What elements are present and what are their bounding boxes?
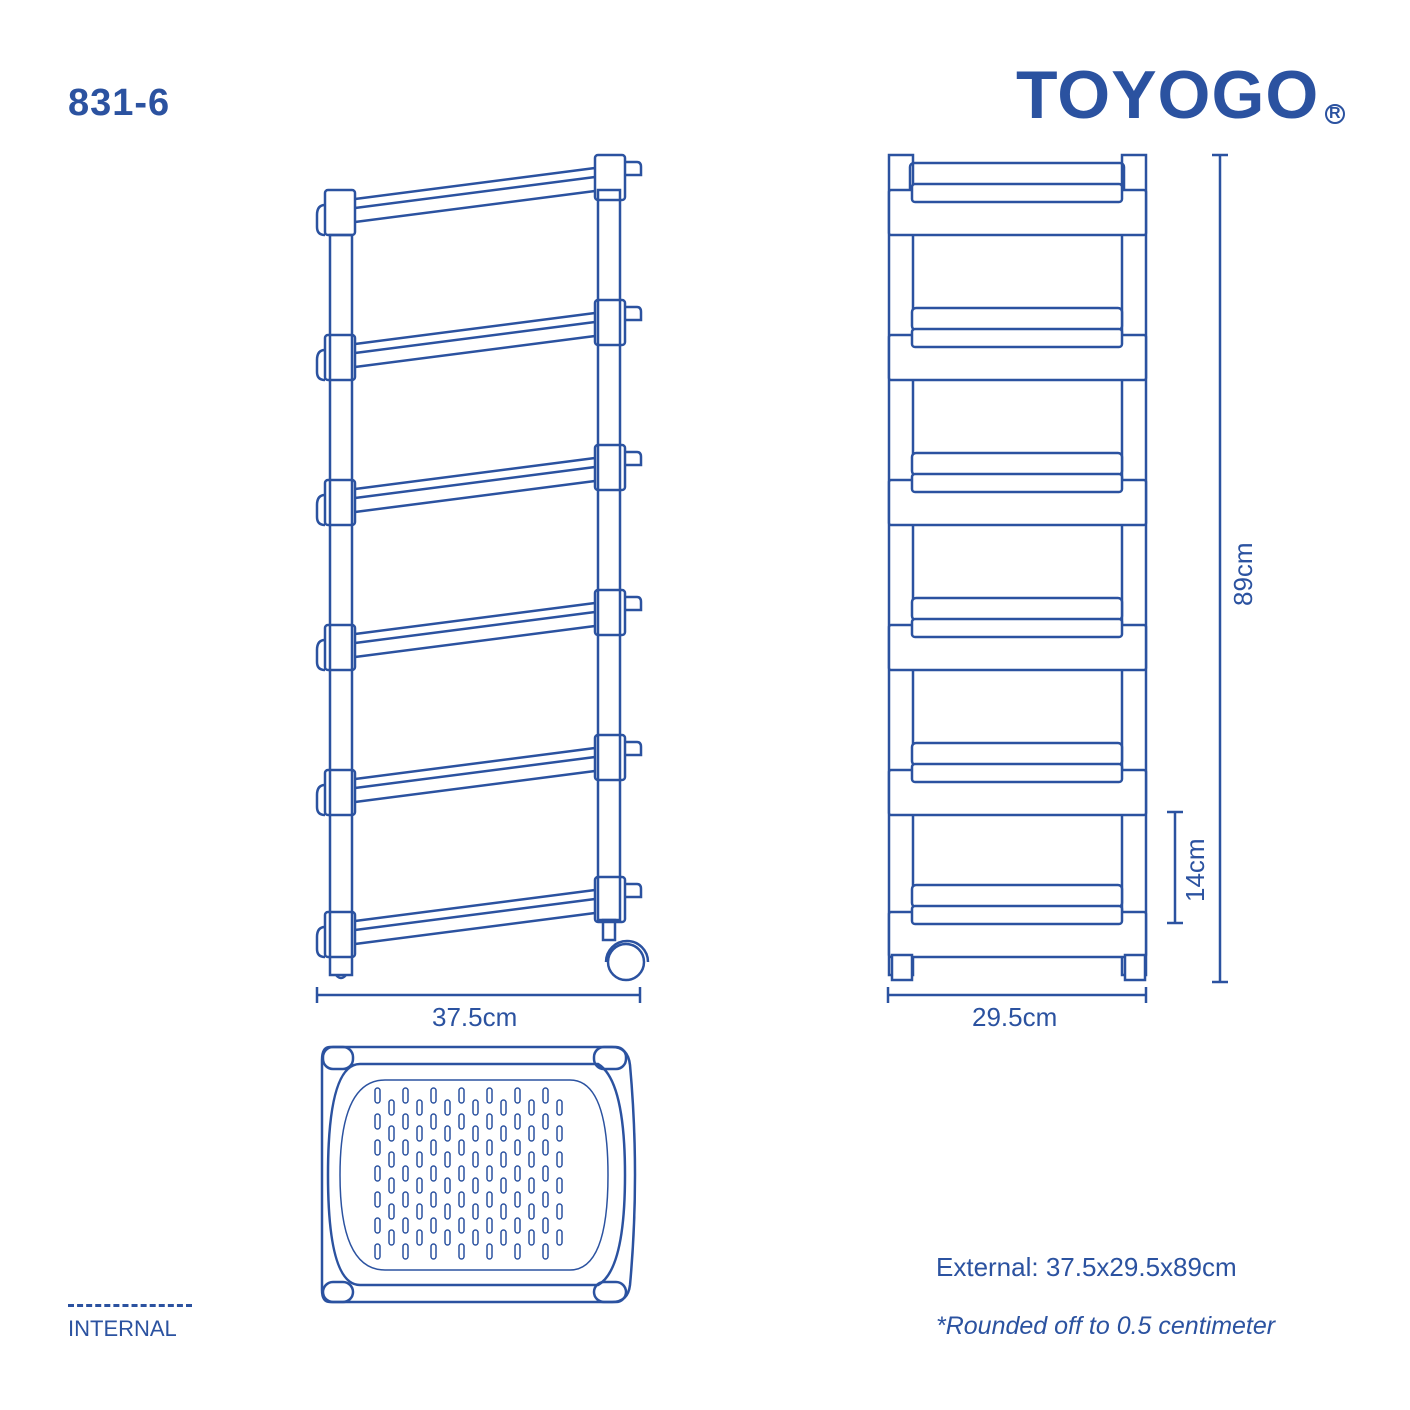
model-number: 831-6 bbox=[68, 82, 171, 124]
internal-legend-label: INTERNAL bbox=[68, 1316, 177, 1341]
brand-name: TOYOGO bbox=[1016, 57, 1320, 133]
height-label: 89cm bbox=[1228, 542, 1258, 606]
top-view-basket bbox=[320, 1045, 637, 1304]
front-shelves bbox=[887, 161, 1148, 959]
side-view bbox=[315, 153, 650, 1003]
side-shelves bbox=[315, 153, 643, 959]
width-dimension-line bbox=[315, 987, 642, 1003]
depth-dimension-line bbox=[886, 987, 1148, 1003]
registered-mark-icon: R bbox=[1325, 104, 1346, 124]
front-view bbox=[886, 153, 1228, 1003]
width-label: 37.5cm bbox=[432, 1002, 518, 1032]
depth-label: 29.5cm bbox=[972, 1002, 1058, 1032]
caster-wheel-icon bbox=[601, 918, 650, 982]
drain-slots bbox=[374, 1087, 563, 1260]
external-dimensions: External: 37.5x29.5x89cm bbox=[936, 1252, 1237, 1282]
height-dimension-line bbox=[1212, 153, 1228, 984]
rounding-note: *Rounded off to 0.5 centimeter bbox=[936, 1312, 1276, 1340]
shelf-spacing-label: 14cm bbox=[1180, 838, 1210, 902]
internal-legend-dashed-line-icon bbox=[68, 1304, 192, 1307]
shelf-spacing-dimension-line bbox=[1167, 810, 1183, 925]
